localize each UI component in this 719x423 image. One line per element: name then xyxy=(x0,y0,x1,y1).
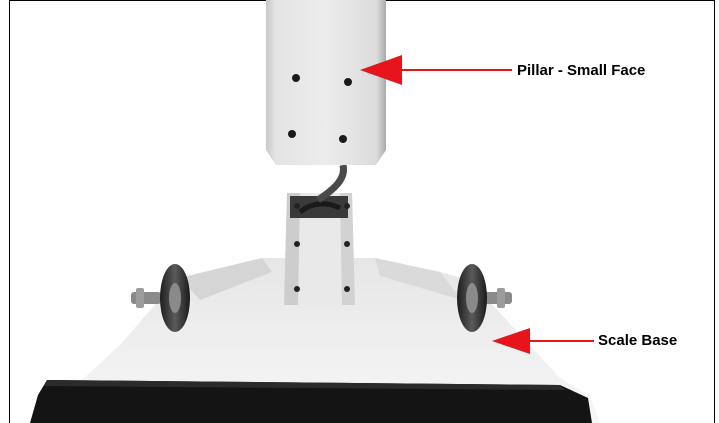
base-socket xyxy=(284,193,355,305)
pillar-arrow xyxy=(360,55,512,85)
left-wheel xyxy=(131,264,190,332)
cable xyxy=(316,164,348,203)
base-arrow xyxy=(492,328,594,354)
pillar xyxy=(266,0,386,165)
right-wheel xyxy=(457,264,512,332)
scale-base-label: Scale Base xyxy=(598,332,678,349)
pillar-small-face-label: Pillar - Small Face xyxy=(517,62,646,79)
